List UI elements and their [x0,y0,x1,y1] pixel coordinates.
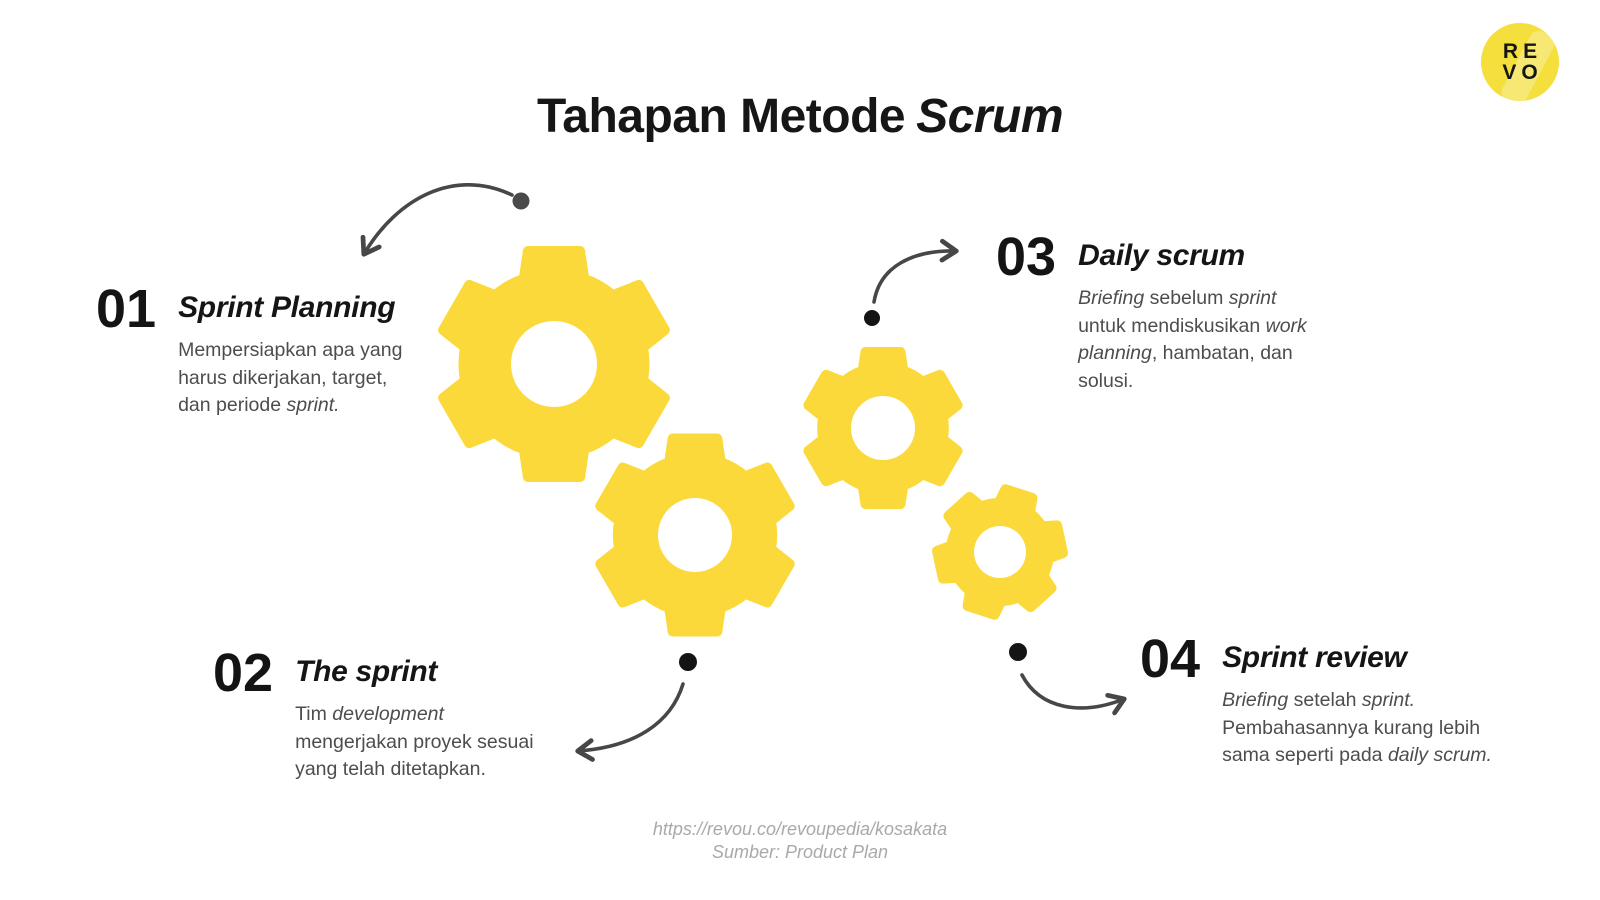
gear-hole [511,321,597,407]
connector-dot [864,310,880,326]
connector-dot [679,653,697,671]
revou-logo: RE VO [1481,23,1559,101]
connector-dot [1009,643,1027,661]
gears-group [438,246,1068,637]
logo-text-top: RE [1502,40,1543,63]
connector-arrow-04 [1009,643,1127,716]
step-description: Briefing setelah sprint.Pembahasannya ku… [1222,689,1492,766]
logo-text-bottom: VO [1502,61,1543,84]
footer-url: https://revou.co/revoupedia/kosakata [652,819,948,839]
connector-arrow-02 [575,653,697,762]
step-heading: The sprint [295,655,438,688]
step-04-sprint-review: 04 Sprint review Briefing setelah sprint… [1140,632,1492,770]
gear-hole [974,526,1026,578]
footer-source: Sumber: Product Plan [711,842,889,862]
connector-arrow-01 [360,183,530,257]
step-number: 04 [1140,629,1201,689]
step-01-sprint-planning: 01 Sprint Planning Mempersiapkan apa yan… [96,282,402,420]
footer: https://revou.co/revoupedia/kosakata Sum… [0,818,1600,864]
step-heading: Sprint Planning [178,291,396,324]
step-number: 02 [213,643,274,703]
step-heading: Daily scrum [1078,239,1245,272]
step-heading: Sprint review [1222,641,1407,674]
curved-arrow [575,682,685,762]
page-title-emphasis: Scrum [916,90,1064,143]
gear-hole [851,396,915,460]
step-number: 03 [996,227,1057,287]
gear-hole [658,498,732,572]
curved-arrow [1020,673,1127,716]
connector-dot [512,192,530,210]
curved-arrow [360,183,514,257]
step-number: 01 [96,279,157,339]
connector-arrow-03 [864,238,959,326]
curved-arrow [872,238,959,304]
